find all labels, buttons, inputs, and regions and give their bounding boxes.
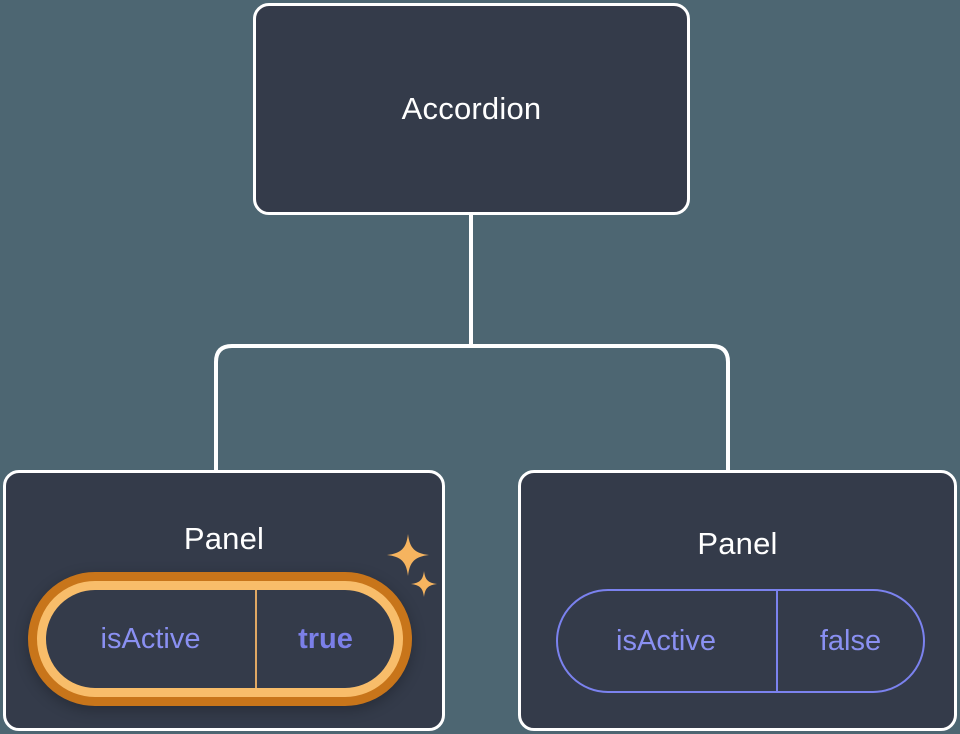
prop-pill-isactive-false[interactable]: isActive false (556, 589, 925, 693)
node-panel-inactive-title: Panel (697, 526, 778, 561)
prop-pill-isactive-true[interactable]: isActive true (28, 572, 412, 706)
node-accordion[interactable]: Accordion (253, 3, 690, 215)
panel-inner: Panel (6, 473, 442, 728)
prop-pill-key: isActive (616, 624, 716, 657)
prop-pill-value: true (255, 590, 394, 688)
connector-branch-bar (214, 344, 730, 470)
node-panel-active-title: Panel (183, 521, 265, 556)
panel-inner: Panel (521, 473, 954, 728)
prop-pill-key: isActive (100, 622, 201, 655)
prop-pill-value: false (776, 591, 923, 691)
node-accordion-title: Accordion (401, 91, 542, 126)
prop-pill-ring: isActive true (37, 581, 403, 697)
